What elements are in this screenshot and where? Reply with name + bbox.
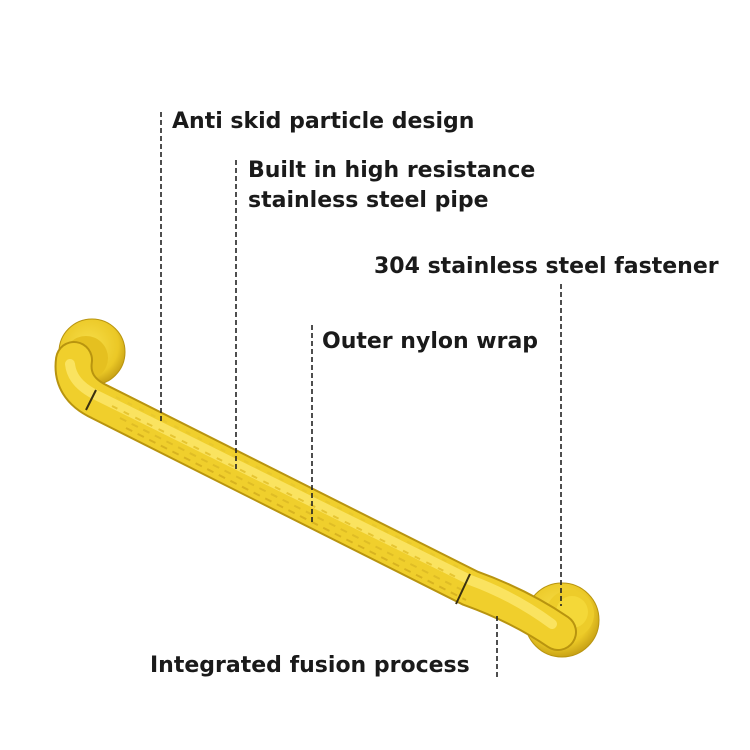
callout-pipe-line1: Built in high resistance bbox=[248, 158, 536, 183]
grab-bar bbox=[54, 341, 577, 651]
callout-pipe-line2: stainless steel pipe bbox=[248, 188, 489, 213]
callout-nylon-wrap: Outer nylon wrap bbox=[322, 329, 539, 354]
anti-skid-texture bbox=[111, 396, 467, 601]
callout-anti-skid: Anti skid particle design bbox=[172, 109, 475, 134]
callout-fusion-process: Integrated fusion process bbox=[150, 653, 470, 678]
callout-lines bbox=[160, 112, 562, 680]
callout-fastener: 304 stainless steel fastener bbox=[374, 254, 719, 279]
